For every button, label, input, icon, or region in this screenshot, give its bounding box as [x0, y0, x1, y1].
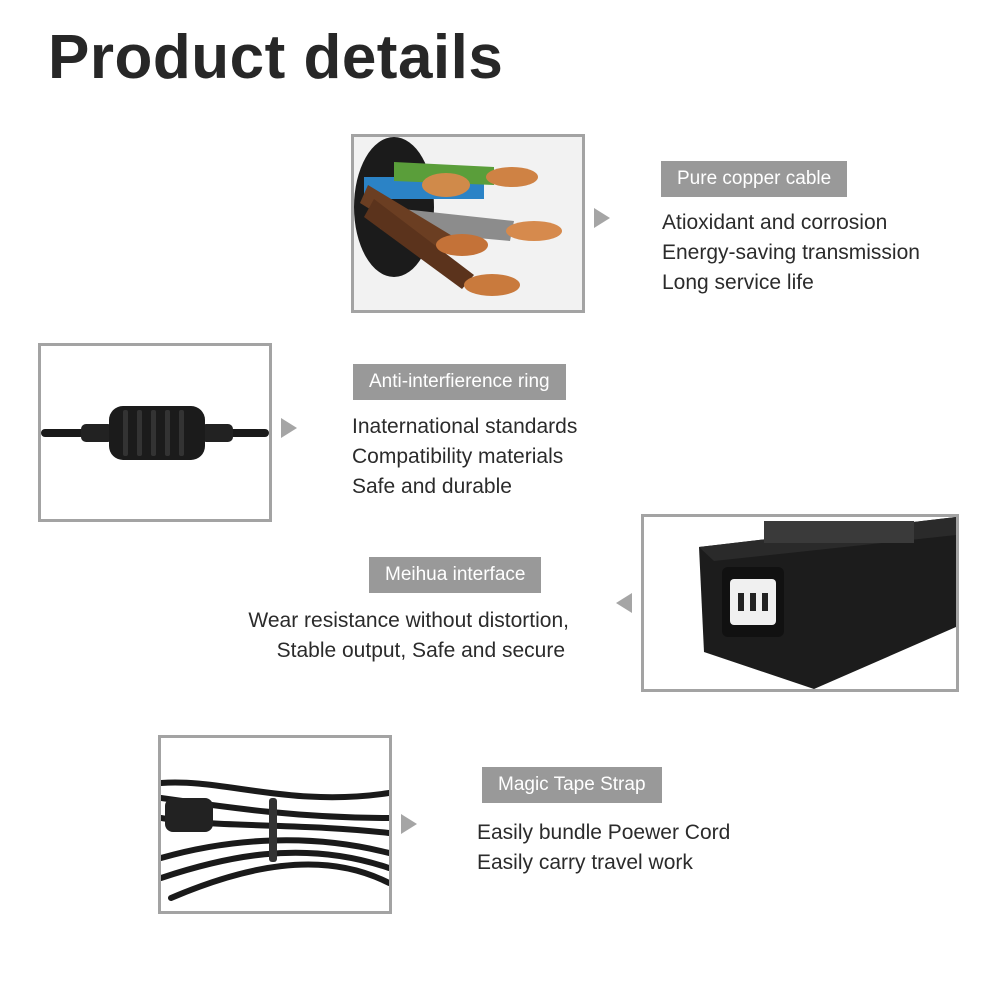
feature-tag-ring: Anti-interfierence ring: [353, 364, 566, 400]
feature-lines-interface: Wear resistance without distortion, Stab…: [222, 606, 569, 666]
arrow-left-icon: [616, 593, 632, 613]
feature-tag-strap: Magic Tape Strap: [482, 767, 662, 803]
page-title: Product details: [48, 23, 504, 92]
arrow-right-icon: [401, 814, 417, 834]
feature-line: Easily bundle Poewer Cord: [477, 821, 731, 844]
feature-line: Compatibility materials: [352, 445, 564, 468]
feature-tag-copper: Pure copper cable: [661, 161, 848, 197]
feature-line: Atioxidant and corrosion: [662, 211, 888, 234]
feature-tag-interface: Meihua interface: [369, 557, 542, 593]
arrow-right-icon: [281, 418, 297, 438]
arrow-right-icon: [594, 208, 610, 228]
ferrite-ring-image: [38, 343, 272, 522]
feature-line: Stable output, Safe and secure: [276, 639, 565, 662]
copper-cable-image: [351, 134, 585, 313]
feature-line: Long service life: [662, 271, 814, 294]
adapter-interface-image: [641, 514, 959, 692]
feature-line: Energy-saving transmission: [662, 241, 920, 264]
feature-lines-ring: Inaternational standards Compatibility m…: [352, 412, 577, 502]
feature-line: Safe and durable: [352, 475, 512, 498]
feature-line: Wear resistance without distortion,: [248, 609, 569, 632]
tape-strap-image: [158, 735, 392, 914]
feature-line: Inaternational standards: [352, 415, 578, 438]
feature-lines-copper: Atioxidant and corrosion Energy-saving t…: [662, 208, 920, 298]
feature-line: Easily carry travel work: [477, 851, 693, 874]
feature-lines-strap: Easily bundle Poewer Cord Easily carry t…: [477, 818, 730, 878]
